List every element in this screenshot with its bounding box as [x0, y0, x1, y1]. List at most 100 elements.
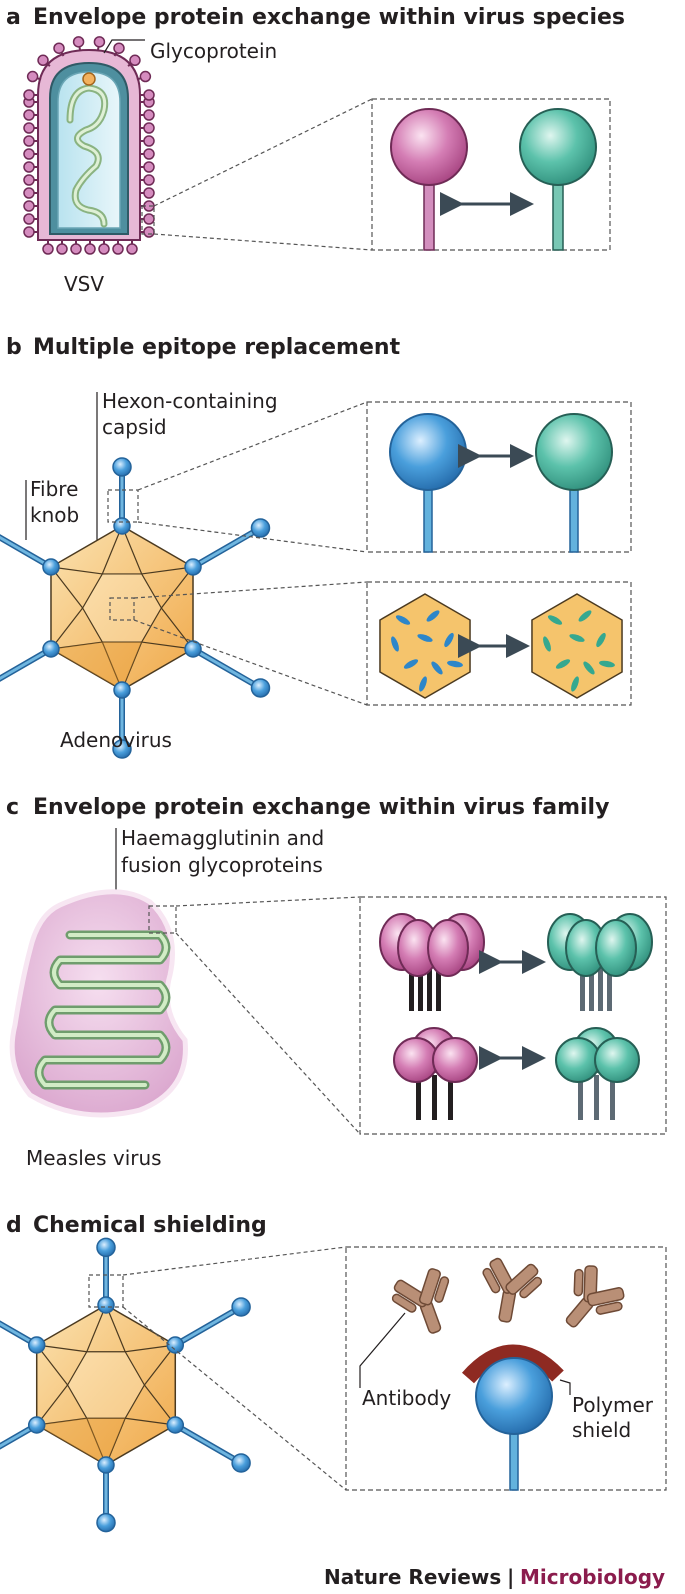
hexon-label-line1: Hexon-containing: [102, 389, 278, 413]
glycoprotein-spike-icon: [23, 187, 35, 199]
glycoprotein-spike-icon: [98, 243, 110, 255]
magenta-haemagglutinin-icon: [379, 913, 485, 1011]
epitope-icon: [417, 634, 433, 642]
glycoprotein-spike-icon: [23, 89, 35, 101]
fibre-label-line1: Fibre: [30, 477, 78, 501]
epitope-icon: [599, 660, 615, 668]
epitope-icon: [547, 615, 563, 625]
adenovirus-label: Adenovirus: [60, 728, 172, 752]
glycoprotein-spike-icon: [112, 243, 124, 255]
shielded-fibre-knob-icon: [475, 1357, 553, 1491]
glycoprotein-spike-icon: [93, 36, 106, 48]
panel-d-title: Chemical shielding: [33, 1213, 267, 1238]
panel-b-letter: b: [6, 335, 22, 360]
magenta-fusion-protein-icon: [393, 1027, 478, 1120]
glycoprotein-spike-icon: [143, 109, 155, 121]
panel-c-letter: c: [6, 795, 19, 820]
polymer-label-line1: Polymer: [572, 1393, 654, 1417]
hexon-teal-epitopes-icon: [531, 593, 623, 699]
glycoprotein-spike-icon: [139, 70, 152, 83]
vsv-label: VSV: [64, 272, 104, 296]
glycoprotein-spike-icon: [23, 174, 35, 186]
panel-c: c Envelope protein exchange within virus…: [6, 795, 667, 1170]
magenta-glycoprotein-icon: [390, 108, 468, 251]
fibre-knob-icon: [96, 1512, 116, 1533]
epitope-icon: [391, 636, 399, 652]
footer-separator: |: [507, 1565, 514, 1589]
teal-fusion-protein-icon: [555, 1027, 640, 1120]
adenovirus-capsid-shielded: [0, 1237, 251, 1533]
glycoprotein-spike-icon: [143, 187, 155, 199]
panel-a: a Envelope protein exchange within virus…: [6, 5, 625, 296]
glycoprotein-spike-icon: [143, 122, 155, 134]
fibre-knob-icon: [250, 678, 271, 698]
panel-c-title: Envelope protein exchange within virus f…: [33, 795, 609, 820]
antibody-icon: [391, 1268, 450, 1334]
epitope-icon: [596, 632, 606, 648]
glycoprotein-spike-icon: [23, 135, 35, 147]
epitope-icon: [578, 610, 592, 622]
glycoprotein-spike-icon: [143, 174, 155, 186]
epitope-icon: [431, 661, 443, 675]
teal-glycoprotein-icon: [519, 108, 597, 251]
polymer-shield-icon: [461, 1344, 564, 1384]
glycoprotein-spike-icon: [84, 243, 96, 255]
glycoprotein-spike-icon: [23, 161, 35, 173]
glycoprotein-spike-icon: [143, 161, 155, 173]
epitope-icon: [444, 632, 454, 648]
vsv-virion: [23, 36, 155, 255]
glycoprotein-spike-icon: [72, 36, 85, 48]
hexon-blue-epitopes-icon: [379, 593, 471, 699]
antibody-icon: [565, 1265, 625, 1328]
footer: Nature Reviews | Microbiology: [324, 1565, 665, 1589]
glycoprotein-spike-icon: [23, 200, 35, 212]
hexon-label-line2: capsid: [102, 415, 167, 439]
glycoprotein-spike-icon: [143, 135, 155, 147]
epitope-icon: [419, 676, 427, 692]
panel-a-title: Envelope protein exchange within virus s…: [33, 5, 625, 30]
glycoprotein-spike-icon: [70, 243, 82, 255]
fibre-label-line2: knob: [30, 503, 79, 527]
glycoprotein-spike-icon: [113, 42, 125, 54]
glycoprotein-spike-icon: [23, 109, 35, 121]
glycoprotein-spike-icon: [26, 70, 39, 83]
epitope-icon: [583, 661, 595, 675]
antibody-icon: [482, 1257, 543, 1323]
glycoprotein-spike-icon: [23, 226, 35, 238]
glycoprotein-spike-icon: [143, 226, 155, 238]
glycoprotein-spike-icon: [143, 213, 155, 225]
epitope-icon: [447, 660, 463, 668]
glycoprotein-spike-icon: [56, 243, 68, 255]
journal-name: Nature Reviews: [324, 1565, 501, 1589]
panel-b-title: Multiple epitope replacement: [33, 335, 401, 360]
epitope-icon: [569, 634, 585, 642]
haem-label-line2: fusion glycoproteins: [121, 853, 323, 877]
fibre-knob-icon: [96, 1237, 116, 1258]
glycoprotein-spike-icon: [42, 243, 54, 255]
measles-label: Measles virus: [26, 1146, 162, 1170]
glycoprotein-spikes: [23, 36, 155, 255]
glycoprotein-spike-icon: [23, 122, 35, 134]
epitope-icon: [543, 636, 551, 652]
fibre-knob-icon: [250, 518, 271, 538]
panel-d: d Chemical shielding Antibody Polymer sh…: [0, 1213, 667, 1533]
haem-label-line1: Haemagglutinin and: [121, 826, 324, 850]
adenovirus-capsid: [0, 457, 271, 759]
epitope-icon: [403, 659, 419, 669]
epitope-icon: [571, 676, 579, 692]
glycoprotein-spike-icon: [53, 42, 65, 54]
glycoprotein-spike-icon: [143, 148, 155, 160]
fibre-knob-icon: [231, 1453, 251, 1473]
antibody-label: Antibody: [362, 1386, 451, 1410]
glycoprotein-spike-icon: [129, 54, 141, 67]
epitope-icon: [395, 615, 411, 625]
fibre-knob-icon: [231, 1297, 251, 1317]
glycoprotein-spike-icon: [23, 148, 35, 160]
polymer-label-line2: shield: [572, 1418, 631, 1442]
panel-a-letter: a: [6, 5, 21, 30]
epitope-icon: [555, 659, 571, 669]
glycoprotein-spike-icon: [126, 243, 138, 255]
fibre-knob-icon: [112, 739, 132, 759]
panel-d-letter: d: [6, 1213, 22, 1238]
